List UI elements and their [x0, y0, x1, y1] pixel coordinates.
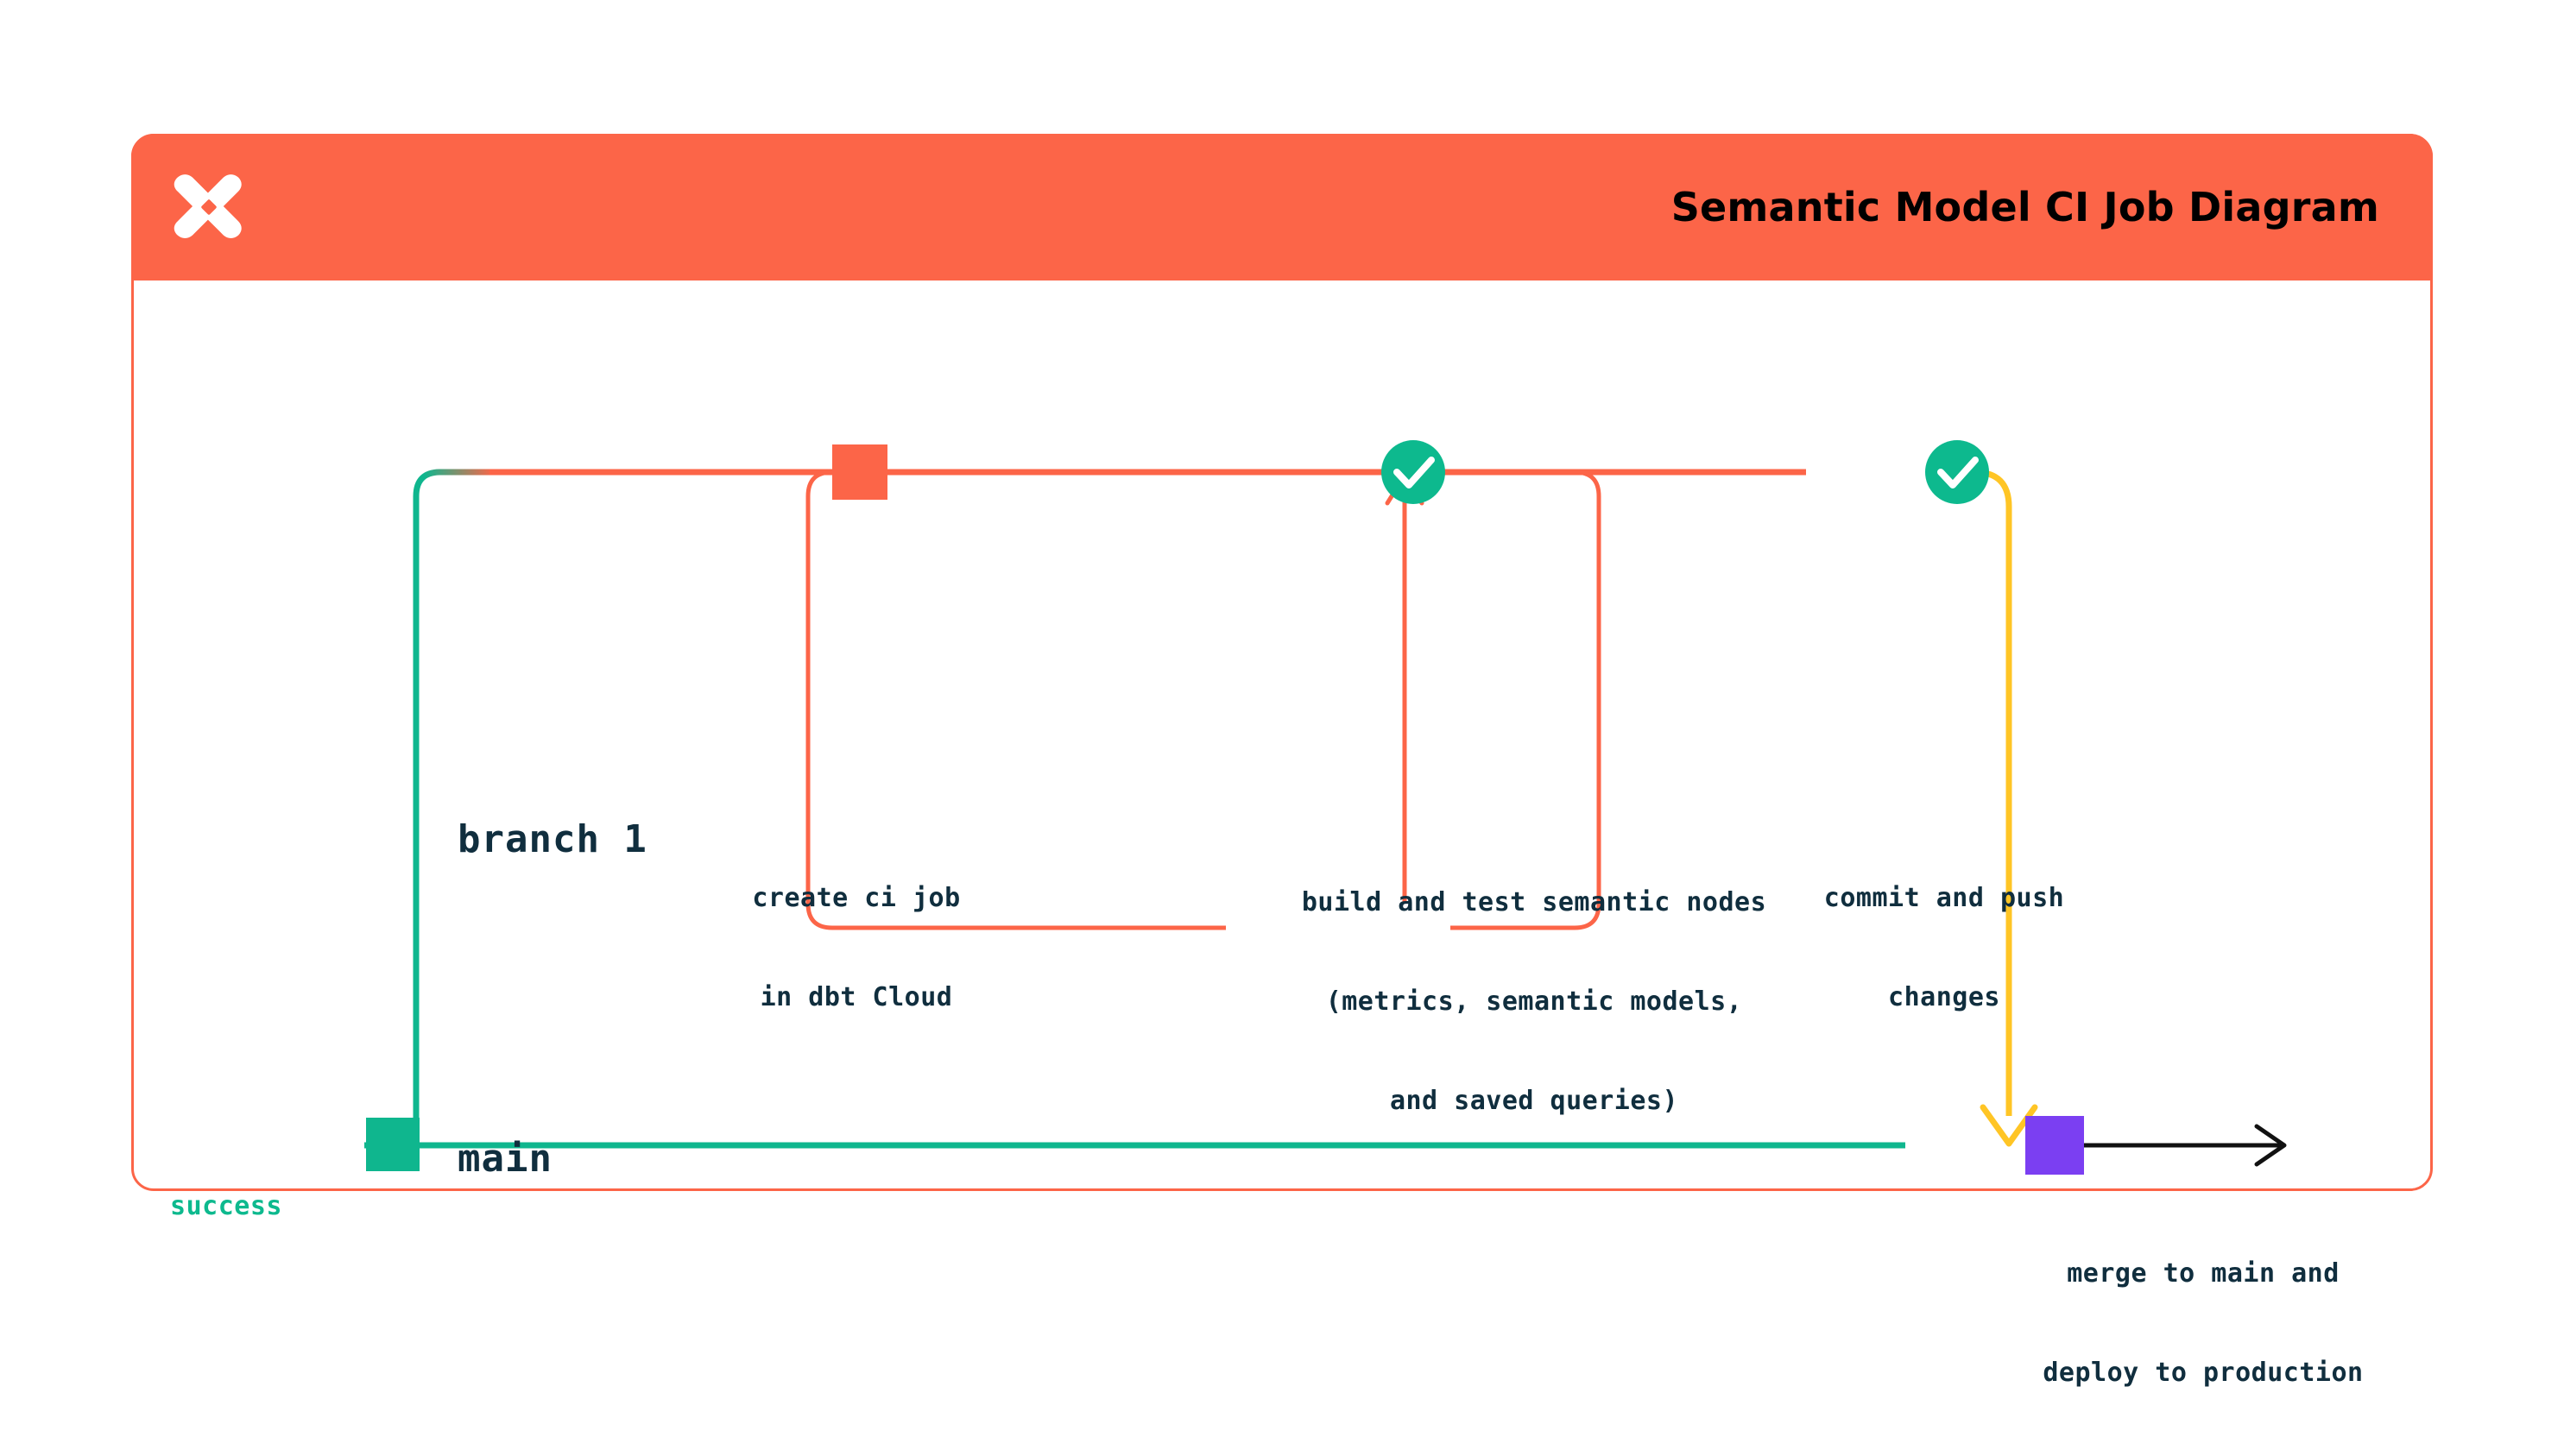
diagram-card — [131, 134, 2433, 1191]
page-title: Semantic Model CI Job Diagram — [1670, 184, 2379, 230]
node-label-line: changes — [1888, 981, 2000, 1012]
diagram-screenshot: Semantic Model CI Job Diagram — [131, 134, 2433, 1388]
edge-continue-main-arrow — [2075, 1124, 2287, 1167]
node-label-line: build and test semantic nodes — [1301, 886, 1767, 917]
dbt-logo-icon — [167, 166, 250, 249]
node-label-line: merge to main and — [2067, 1257, 2340, 1289]
node-label-create-ci-job: create ci job in dbt Cloud — [658, 816, 1055, 1081]
diagram-header: Semantic Model CI Job Diagram — [131, 134, 2433, 280]
check-icon — [1393, 457, 1435, 488]
node-merge-to-main[interactable] — [2025, 1116, 2084, 1175]
node-label-line: and saved queries) — [1389, 1086, 1679, 1117]
node-label-line: in dbt Cloud — [760, 981, 953, 1012]
node-label-line: commit and push — [1823, 882, 2065, 913]
edge-success-loop — [805, 470, 1601, 930]
node-create-ci-job[interactable] — [832, 444, 887, 500]
node-label-line: deploy to production — [2043, 1357, 2364, 1388]
node-build-and-test[interactable] — [1381, 440, 1445, 504]
check-icon — [1937, 457, 1979, 488]
node-label-commit-and-push: commit and push changes — [1711, 816, 2177, 1081]
edge-branch-off — [413, 469, 494, 1145]
node-commit-and-push[interactable] — [1925, 440, 1989, 504]
node-label-merge-to-main: merge to main and deploy to production — [1910, 1191, 2497, 1456]
edge-label-success: success — [170, 1191, 282, 1221]
lane-label-branch1: branch 1 — [458, 817, 647, 861]
lane-label-main: main — [458, 1137, 553, 1181]
node-label-line: (metrics, semantic models, — [1325, 986, 1743, 1017]
node-label-build-and-test: build and test semantic nodes (metrics, … — [1046, 820, 2022, 1184]
node-label-line: create ci job — [752, 882, 961, 913]
diagram-canvas: branch 1 main create ci job in dbt Cloud… — [131, 280, 2433, 1388]
node-main-start[interactable] — [366, 1118, 420, 1171]
